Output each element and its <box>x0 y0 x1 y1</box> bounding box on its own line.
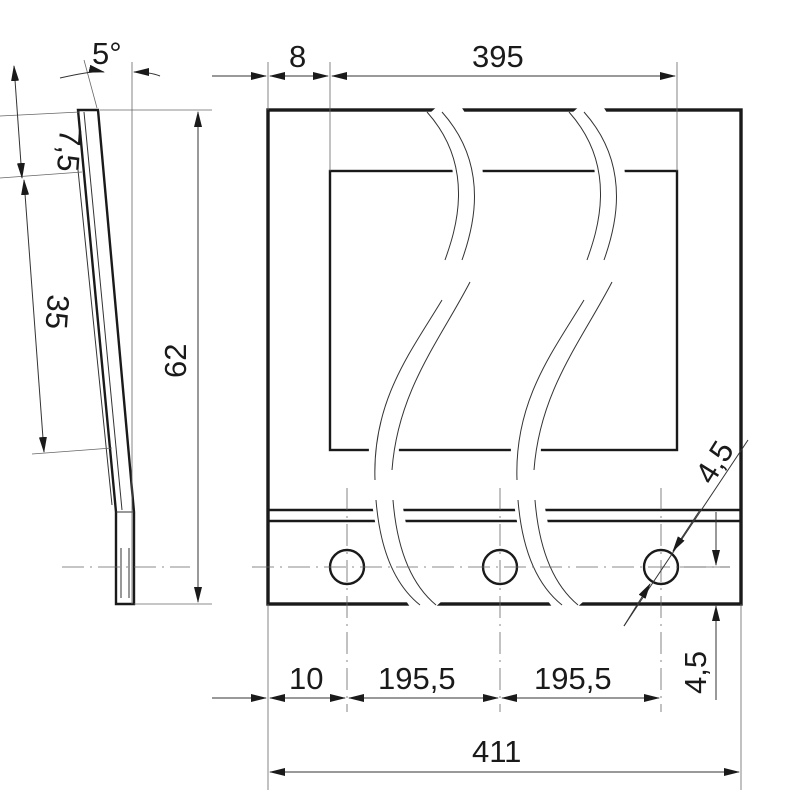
bottom-pitch-2-label: 195,5 <box>534 661 612 696</box>
front-view: 8 395 10 195,5 195,5 411 4,5 4,5 <box>212 39 749 790</box>
bottom-left-label: 10 <box>289 661 323 696</box>
side-middle-label: 35 <box>39 294 76 331</box>
front-inner-width-label: 395 <box>472 39 524 74</box>
side-view: 5° 7,5 35 62 <box>0 36 212 606</box>
side-ext-low <box>31 447 113 455</box>
hole-diameter-arrow-1 <box>672 509 701 552</box>
break-gap-1 <box>368 94 484 621</box>
bottom-pitch-1-label: 195,5 <box>378 661 456 696</box>
angle-label: 5° <box>92 36 122 71</box>
angle-arc <box>59 64 105 79</box>
dim-line-side-top <box>11 65 25 179</box>
break-edge-1a <box>374 111 459 606</box>
hole-height-label: 4,5 <box>678 651 713 694</box>
total-width-label: 411 <box>472 734 521 769</box>
side-inner-edge <box>83 111 123 511</box>
break-edge-1b <box>391 111 475 606</box>
front-outer-frame <box>266 108 743 606</box>
hole-diameter-arrow-2 <box>623 583 651 627</box>
side-ext-top <box>0 111 81 117</box>
side-ext-mid <box>0 171 83 179</box>
side-inner-edge-2 <box>77 169 113 506</box>
side-height-label: 62 <box>158 344 193 378</box>
angle-arc-2 <box>133 68 161 77</box>
angle-ext-1 <box>83 59 98 109</box>
side-top-label: 7,5 <box>50 128 88 173</box>
dim-line-side-middle <box>21 179 47 453</box>
break-gap-2 <box>510 94 626 621</box>
break-edge-2b <box>533 111 617 606</box>
side-profile <box>76 108 136 606</box>
front-window <box>328 169 679 452</box>
break-edge-2a <box>516 111 601 606</box>
hole-diameter-label: 4,5 <box>688 435 741 490</box>
front-offset-label: 8 <box>289 39 306 74</box>
